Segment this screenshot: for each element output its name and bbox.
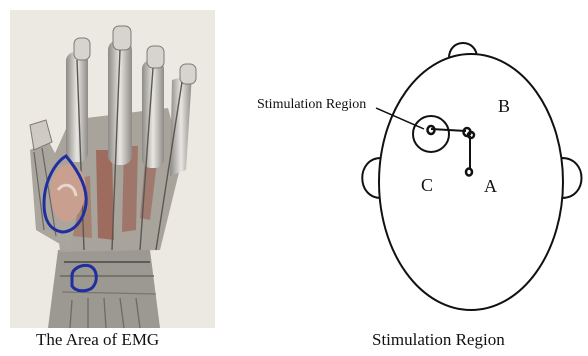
left-caption: The Area of EMG [36, 330, 159, 350]
hand-anatomy-illustration [10, 10, 215, 328]
point-label-a: A [484, 176, 497, 196]
right-ear-shape [562, 158, 582, 198]
point-label-c: C [421, 175, 433, 195]
callout-label: Stimulation Region [257, 97, 366, 112]
right-caption: Stimulation Region [372, 330, 505, 350]
point-label-b: B [498, 96, 510, 116]
head-outline [379, 54, 563, 310]
head-diagram [362, 43, 581, 310]
